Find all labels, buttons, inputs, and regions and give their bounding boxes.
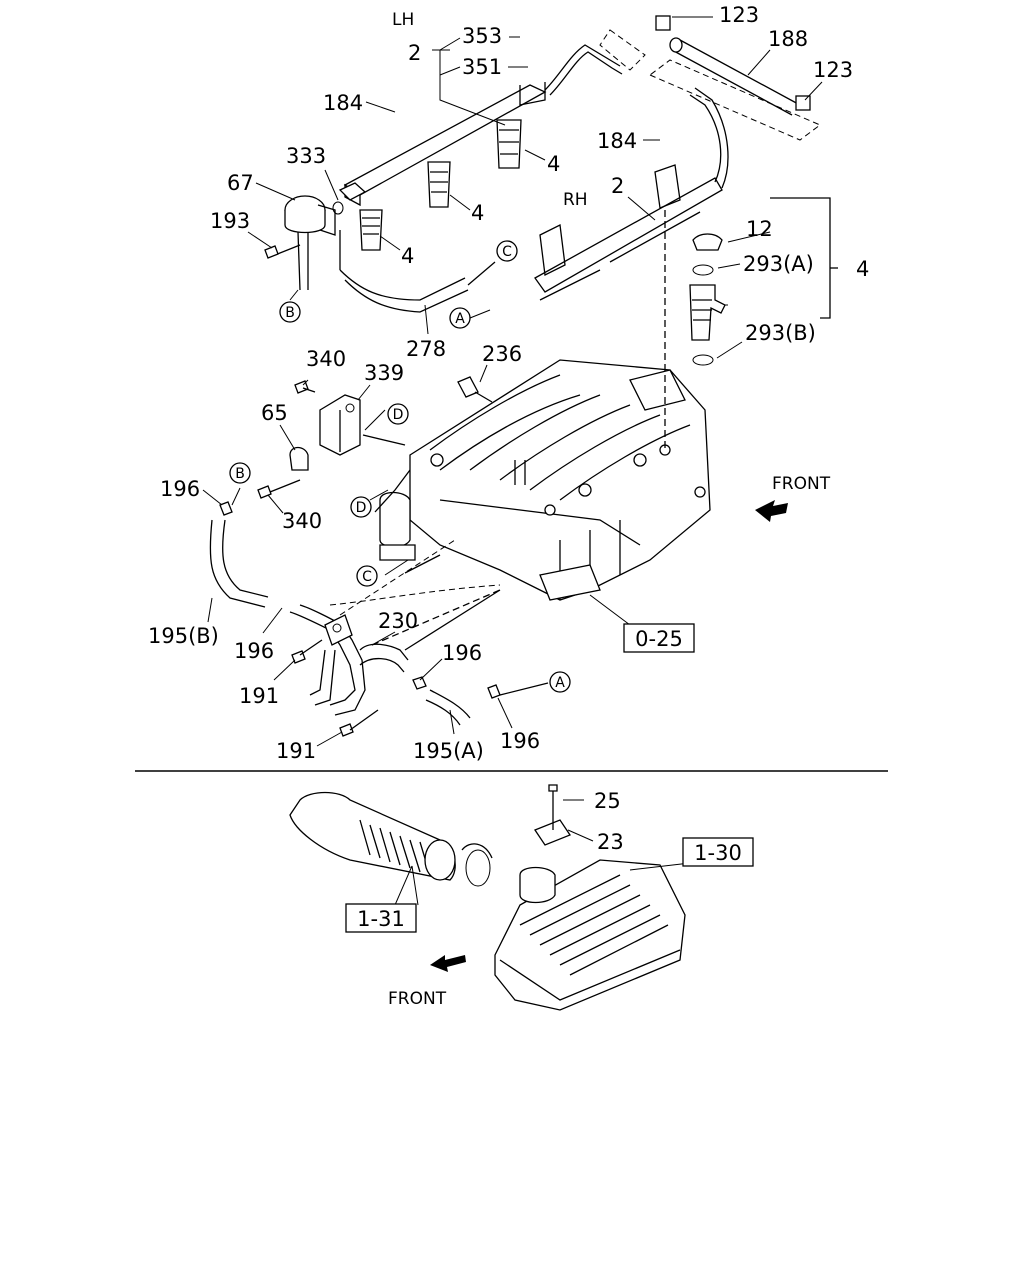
label-lh: LH bbox=[392, 10, 414, 30]
callout-340-bottom: 340 bbox=[282, 509, 322, 533]
leader-lines bbox=[202, 16, 823, 906]
label-front-upper: FRONT bbox=[772, 474, 831, 494]
callout-293b: 293(B) bbox=[745, 321, 816, 345]
air-cleaner bbox=[494, 784, 686, 1011]
ref-box-0-25: 0-25 bbox=[623, 623, 695, 653]
callout-196-a: 196 bbox=[160, 477, 200, 501]
ref-box-1-31: 1-31 bbox=[345, 903, 417, 933]
svg-text:A: A bbox=[455, 311, 465, 327]
callout-196-c: 196 bbox=[442, 641, 482, 665]
callout-193: 193 bbox=[210, 209, 250, 233]
injector-lh-3 bbox=[496, 119, 522, 169]
pressure-regulator bbox=[264, 195, 344, 291]
dashed-links bbox=[329, 434, 501, 616]
circle-ref-a-lower: A bbox=[549, 671, 571, 693]
callout-340-top: 340 bbox=[306, 347, 346, 371]
callout-191-b: 191 bbox=[276, 739, 316, 763]
callout-123-right: 123 bbox=[813, 58, 853, 82]
circle-ref-a-upper: A bbox=[449, 307, 471, 329]
callout-353: 353 bbox=[462, 24, 502, 48]
circle-ref-b-lower: B bbox=[229, 462, 251, 484]
pipe-230 bbox=[289, 604, 409, 737]
air-duct bbox=[289, 791, 493, 887]
hose-278 bbox=[339, 230, 496, 313]
callout-230: 230 bbox=[378, 609, 418, 633]
callout-2-rh: 2 bbox=[611, 174, 624, 198]
callout-4-detail: 4 bbox=[856, 257, 869, 281]
callout-25: 25 bbox=[594, 789, 621, 813]
callout-184-lh: 184 bbox=[323, 91, 363, 115]
svg-text:1-30: 1-30 bbox=[694, 841, 742, 865]
callout-23: 23 bbox=[597, 830, 624, 854]
circle-ref-c-lower: C bbox=[356, 565, 378, 587]
callout-188: 188 bbox=[768, 27, 808, 51]
fuel-rail-rh bbox=[534, 87, 729, 301]
svg-text:D: D bbox=[393, 407, 404, 423]
injector-lh-2 bbox=[427, 161, 451, 208]
front-arrow-lower bbox=[430, 955, 466, 972]
injector-detail bbox=[689, 197, 838, 366]
injector-lh-1 bbox=[359, 209, 383, 251]
svg-text:B: B bbox=[285, 305, 295, 321]
callout-67: 67 bbox=[227, 171, 254, 195]
label-front-lower: FRONT bbox=[388, 989, 447, 1009]
callout-278: 278 bbox=[406, 337, 446, 361]
label-rh: RH bbox=[563, 190, 588, 210]
circle-ref-d-right: D bbox=[387, 403, 409, 425]
clamp-65 bbox=[257, 446, 309, 499]
sensor-236 bbox=[457, 376, 493, 403]
callout-339: 339 bbox=[364, 361, 404, 385]
callout-236: 236 bbox=[482, 342, 522, 366]
hose-195b bbox=[209, 501, 269, 608]
svg-text:C: C bbox=[502, 244, 512, 260]
callout-12: 12 bbox=[746, 217, 773, 241]
svg-text:A: A bbox=[555, 675, 565, 691]
callout-351: 351 bbox=[462, 55, 502, 79]
fuel-rail-lh bbox=[338, 44, 623, 207]
svg-text:0-25: 0-25 bbox=[635, 627, 683, 651]
svg-text:B: B bbox=[235, 466, 245, 482]
svg-text:D: D bbox=[356, 500, 367, 516]
callout-191-a: 191 bbox=[239, 684, 279, 708]
callout-123-top: 123 bbox=[719, 3, 759, 27]
hose-188 bbox=[599, 15, 821, 141]
hose-195a bbox=[371, 589, 549, 726]
callout-333: 333 bbox=[286, 144, 326, 168]
ref-box-1-30: 1-30 bbox=[682, 837, 754, 867]
front-arrow-upper bbox=[755, 500, 788, 522]
bracket-339 bbox=[294, 380, 361, 456]
callout-2-lh: 2 bbox=[408, 41, 421, 65]
callout-293a: 293(A) bbox=[743, 252, 814, 276]
svg-text:C: C bbox=[362, 569, 372, 585]
intake-manifold bbox=[379, 210, 711, 601]
callout-196-d: 196 bbox=[500, 729, 540, 753]
callout-65: 65 bbox=[261, 401, 288, 425]
circle-ref-d-left: D bbox=[350, 496, 372, 518]
circle-ref-c-upper: C bbox=[496, 240, 518, 262]
callout-195b: 195(B) bbox=[148, 624, 219, 648]
callout-196-b: 196 bbox=[234, 639, 274, 663]
circle-ref-b-upper: B bbox=[279, 301, 301, 323]
callout-4-lh-b: 4 bbox=[471, 201, 484, 225]
callout-4-lh-c: 4 bbox=[401, 244, 414, 268]
callout-184-rh: 184 bbox=[597, 129, 637, 153]
callout-195a: 195(A) bbox=[413, 739, 484, 763]
svg-text:1-31: 1-31 bbox=[357, 907, 405, 931]
callout-4-lh-a: 4 bbox=[547, 152, 560, 176]
